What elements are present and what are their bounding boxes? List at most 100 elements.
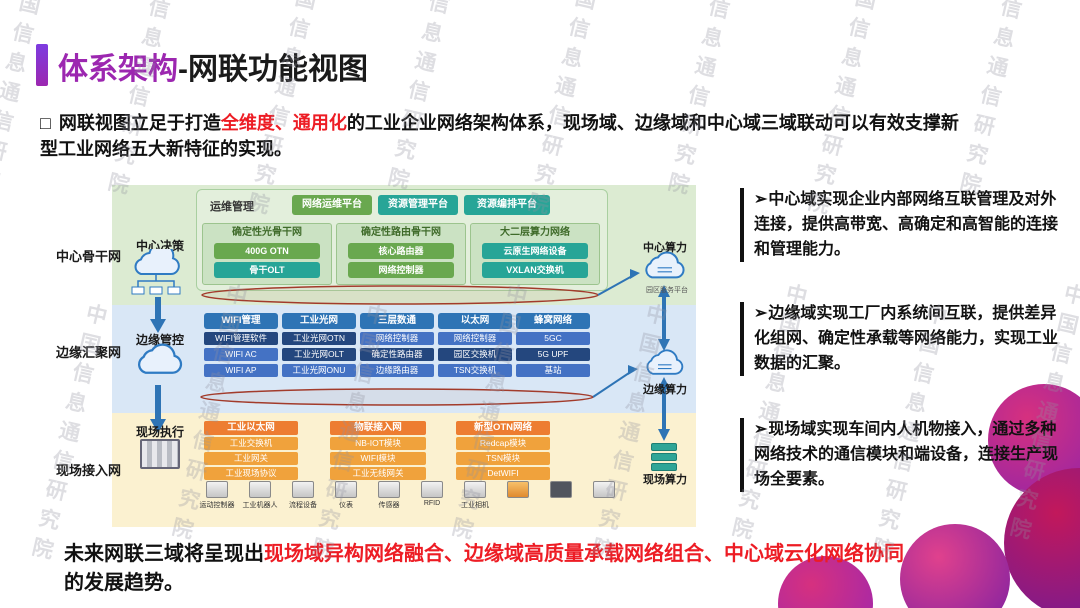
callout-text: 中心域实现企业内部网络互联管理及对外连接，提供高带宽、高确定和高智能的连接和管理… [754, 191, 1059, 258]
domain-label-center: 中心骨干网 [56, 249, 122, 264]
callout-edge-domain: ➢边缘域实现工厂内系统间互联，提供差异化组网、确定性承载等网络能力，实现工业数据… [740, 302, 1072, 377]
node-button: 核心路由器 [348, 243, 454, 259]
node-button: TSN模块 [456, 452, 550, 465]
node-button: 工业现场协议 [204, 467, 298, 480]
group-title: 确定性光骨干网 [232, 227, 302, 238]
footer-pre: 未来网联三域将呈现出 [64, 543, 264, 565]
callout-text: 现场域实现车间内人机物接入，通过多种网络技术的通信模块和端设备，连接生产现场全要… [754, 421, 1059, 488]
title-rest: -网联功能视图 [178, 53, 368, 86]
architecture-diagram: 中心决策 边缘管控 现场执行 运维管理 网络运维平台 资源管理平台 资源编排平台… [112, 185, 696, 527]
field-group-ethernet: 工业以太网 工业交换机 工业网关 工业现场协议 [204, 421, 298, 480]
field-group-new-ot: 新型OTN网络 Redcap模块 TSN模块 DetWIFI [456, 421, 550, 480]
node-button: 基站 [516, 364, 590, 377]
robot-arm-icon [507, 481, 529, 498]
platform-button: 资源编排平台 [464, 195, 550, 215]
node-button: 骨干OLT [214, 262, 320, 278]
arrow-bullet: ➢ [754, 191, 768, 208]
column-header: 以太网 [438, 313, 512, 329]
domain-label-edge: 边缘汇聚网 [56, 345, 122, 360]
watermark-text: 中国信息通信研究院 [101, 0, 186, 205]
edge-bus-ellipse [200, 388, 594, 406]
device: RFID [415, 481, 449, 510]
node-button: NB-IOT模块 [330, 437, 426, 450]
device: 运动控制器 [199, 481, 235, 510]
field-exec-label: 现场执行 [135, 425, 184, 439]
edge-control-label: 边缘管控 [135, 333, 184, 347]
edge-compute-label: 边缘算力 [643, 384, 687, 396]
column-header: 蜂窝网络 [516, 313, 590, 329]
connector-overlay [150, 269, 670, 441]
intro-highlight: 全维度、通用化 [220, 113, 347, 133]
node-button: 工业光网OLT [282, 348, 356, 361]
compute-cloud-icon [645, 251, 685, 279]
watermark-text: 中国信息通信研究院 [381, 0, 466, 200]
column-header: 三层数通 [360, 313, 434, 329]
arrow-bullet: ➢ [754, 305, 768, 322]
instrument-icon [335, 481, 357, 498]
device-label: 运动控制器 [199, 502, 235, 509]
group-title: 确定性路由骨干网 [361, 227, 441, 238]
edge-column-ethernet: 以太网 网络控制器 园区交换机 TSN交换机 [438, 313, 512, 377]
node-button: 工业无线网关 [330, 467, 426, 480]
column-header: WIFI管理 [204, 313, 278, 329]
bus-to-cloud-link [597, 274, 635, 296]
device [544, 481, 578, 510]
node-button: 400G OTN [214, 243, 320, 259]
group-header: 工业以太网 [204, 421, 298, 435]
platform-button: 资源管理平台 [378, 195, 458, 215]
bus-to-cloud-link [592, 370, 633, 398]
center-compute-sub-label: 园区服务平台 [646, 287, 688, 294]
group-header: 物联接入网 [330, 421, 426, 435]
device: 传感器 [372, 481, 406, 510]
node-button: WIFI模块 [330, 452, 426, 465]
platform-button: 网络运维平台 [292, 195, 372, 215]
device: 工业机器人 [242, 481, 278, 510]
center-bus-ellipse [201, 285, 599, 305]
ops-label: 运维管理 [210, 201, 254, 213]
deco-circle [900, 524, 1010, 608]
device-label: 传感器 [378, 502, 400, 509]
device-label: 工业机器人 [242, 502, 278, 509]
node-button: Redcap模块 [456, 437, 550, 450]
node-button: 工业网关 [204, 452, 298, 465]
device: 仪表 [329, 481, 363, 510]
node-button: 工业光网OTN [282, 332, 356, 345]
footer-highlight: 现场域异构网络融合、边缘域高质量承载网络组合、中心域云化网络协同 [264, 543, 904, 565]
watermark-text: 中国信息通信研究院 [661, 0, 746, 205]
footer-post: 的发展趋势。 [64, 572, 184, 594]
watermark-text: 中国信息通信研究院 [953, 0, 1038, 205]
watermark-text: 中国信息通信研究院 [25, 300, 110, 570]
backbone-group: 确定性路由骨干网 核心路由器 网络控制器 [336, 223, 466, 285]
field-compute-label: 现场算力 [643, 474, 687, 486]
rfid-icon [421, 481, 443, 498]
callout-text: 边缘域实现工厂内系统间互联，提供差异化组网、确定性承载等网络能力，实现工业数据的… [754, 305, 1059, 372]
node-button: 5GC [516, 332, 590, 345]
page-title: 体系架构-网联功能视图 [58, 44, 368, 88]
industrial-camera-icon [464, 481, 486, 498]
decision-cloud-icon [131, 249, 181, 295]
intro-post: 的工业企业网络架构体系，现场域、边缘域和中心域三域联动可以有效支撑新型工业网络五… [40, 113, 959, 160]
node-button: TSN交换机 [438, 364, 512, 377]
sensor-icon [378, 481, 400, 498]
intro-pre: 网联视图立足于打造 [58, 113, 221, 133]
device: 流程设备 [286, 481, 320, 510]
node-button: WIFI管理软件 [204, 332, 278, 345]
node-button: 边缘路由器 [360, 364, 434, 377]
edge-column-cellular: 蜂窝网络 5GC 5G UPF 基站 [516, 313, 590, 377]
device-label: 仪表 [339, 502, 353, 509]
node-button: 网络控制器 [348, 262, 454, 278]
callout-center-domain: ➢中心域实现企业内部网络互联管理及对外连接，提供高带宽、高确定和高智能的连接和管… [740, 188, 1072, 263]
device-row: 运动控制器 工业机器人 流程设备 仪表 传感器 RFID 工业相机 [200, 481, 621, 510]
node-button: WIFI AP [204, 364, 278, 377]
title-highlight: 体系架构 [58, 53, 178, 86]
industrial-robot-icon [249, 481, 271, 498]
motion-controller-icon [206, 481, 228, 498]
compute-cloud-icon [646, 349, 684, 375]
domain-label-field: 现场接入网 [56, 463, 122, 478]
device-label: 工业相机 [461, 502, 489, 509]
edge-column-optical: 工业光网 工业光网OTN 工业光网OLT 工业光网ONU [282, 313, 356, 377]
node-button: 5G UPF [516, 348, 590, 361]
node-button: 云原生网络设备 [482, 243, 588, 259]
group-header: 新型OTN网络 [456, 421, 550, 435]
